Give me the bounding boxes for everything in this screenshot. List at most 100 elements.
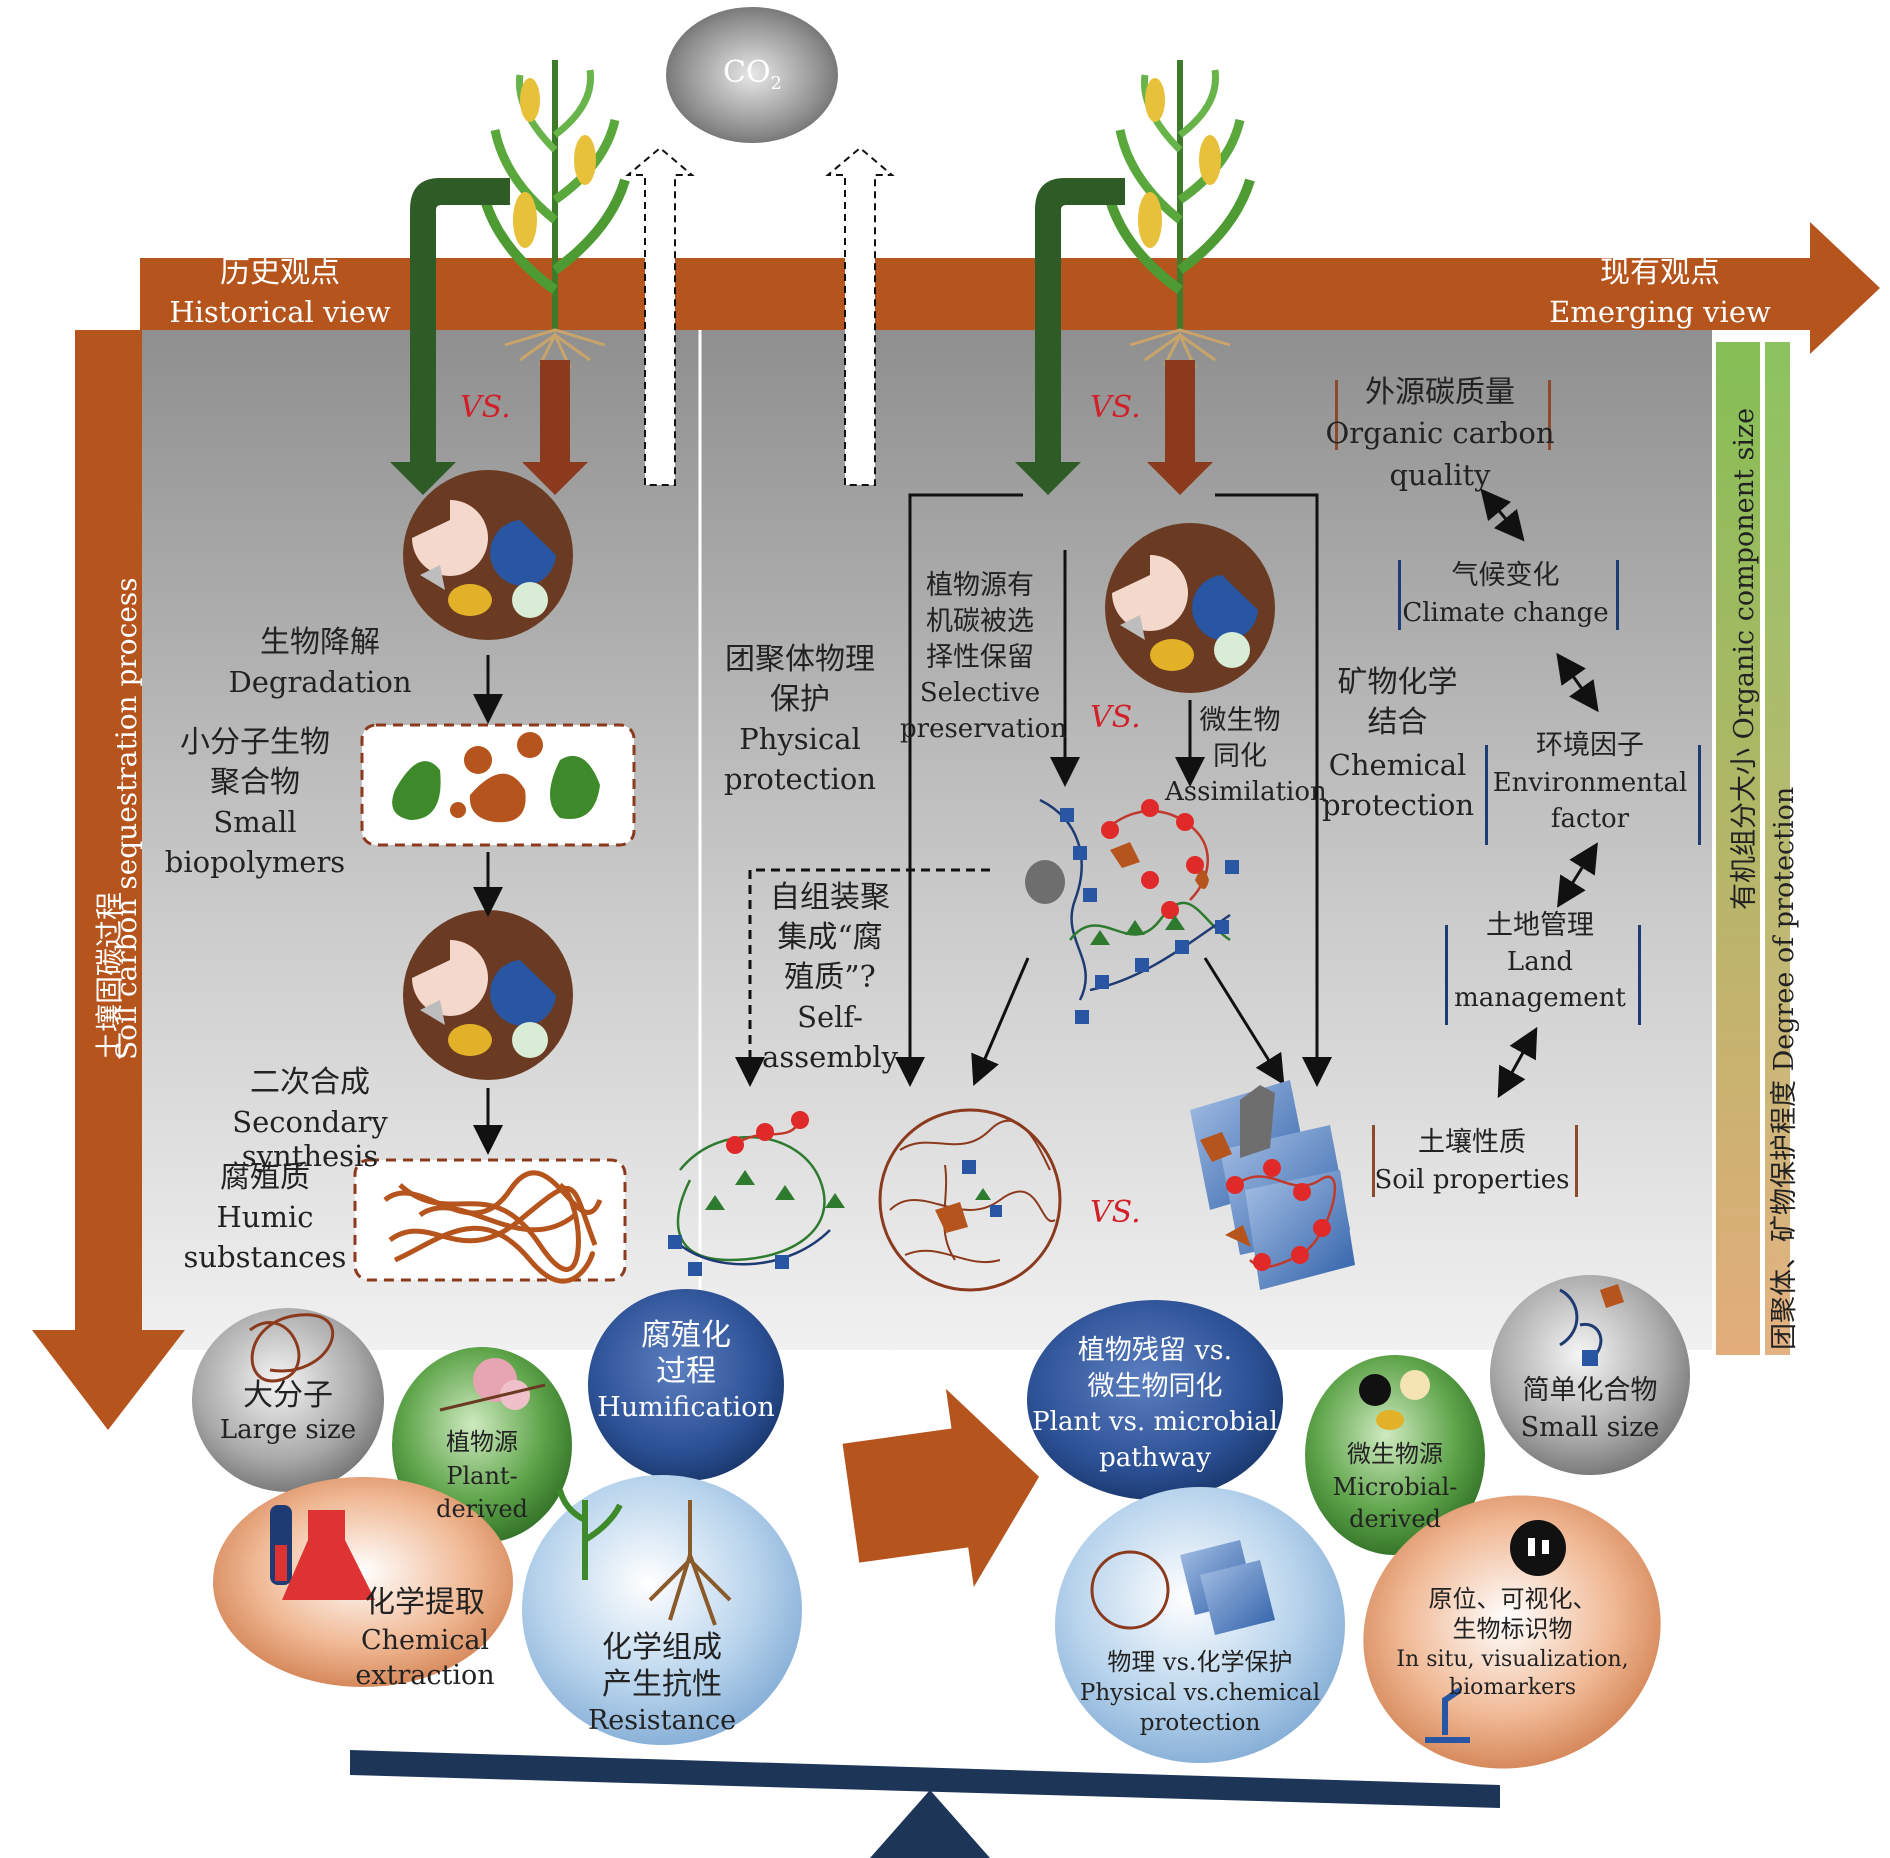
physical-protection-en2: protection	[723, 762, 876, 796]
chemical-extraction-en2: extraction	[355, 1660, 495, 1691]
pathway-en2: pathway	[1099, 1443, 1211, 1473]
transition-arrow	[842, 1388, 1040, 1587]
balance-pivot	[870, 1790, 990, 1858]
assimilation-zh1: 微生物	[1199, 705, 1281, 736]
self-assembly-line	[735, 868, 990, 1087]
land-bracket	[1445, 925, 1641, 1025]
large-size-en: Large size	[219, 1415, 357, 1445]
resistance-en: Resistance	[587, 1705, 737, 1736]
mineral-blocks	[1190, 1080, 1355, 1290]
secondary-synthesis-en: Secondary synthesis	[232, 1105, 388, 1174]
land-zh: 土地管理	[1486, 910, 1594, 941]
co2-release-arrow-1	[625, 146, 695, 486]
land-en2: management	[1454, 983, 1626, 1013]
pathway-zh2: 微生物同化	[1087, 1371, 1223, 1402]
self-assembly-zh3: 殖质”?	[784, 960, 876, 995]
balance-beam	[350, 1750, 1500, 1808]
physical-chemical-en2: protection	[1139, 1710, 1261, 1736]
bubble-physical-chemical	[1055, 1487, 1345, 1763]
physical-chemical-zh: 物理 vs.化学保护	[1107, 1648, 1293, 1676]
degradation-en: Degradation	[228, 665, 412, 699]
microbial-derived-zh: 微生物源	[1347, 1440, 1443, 1468]
plant-derived-en2: derived	[436, 1495, 528, 1523]
chemical-protection-line	[1215, 493, 1332, 1087]
chemical-protection-zh1: 矿物化学	[1337, 665, 1458, 700]
small-biopolymers-zh1: 小分子生物	[180, 725, 330, 760]
left-axis-arrow	[32, 330, 185, 1430]
molecule-cluster	[1025, 798, 1239, 1024]
bubble-humification	[588, 1289, 784, 1481]
size-wedge	[1716, 342, 1760, 1355]
small-biopolymers-en1: Small	[213, 805, 297, 839]
small-biopolymers-zh2: 聚合物	[210, 765, 300, 800]
factor-arrow-2	[1556, 652, 1599, 713]
microbial-derived-en1: Microbial-	[1332, 1473, 1458, 1501]
aggregate-circle	[878, 1108, 1062, 1292]
selective-zh2: 机碳被选	[926, 606, 1034, 637]
climate-en: Climate change	[1402, 598, 1609, 628]
climate-bracket	[1398, 560, 1619, 630]
protection-degree-label: 团聚体、矿物保护程度 Degree of protection	[1769, 786, 1800, 1350]
soil-bracket	[1372, 1125, 1578, 1197]
self-assembly-zh2: 集成“腐	[777, 920, 883, 955]
organic-size-label: 有机组分大小 Organic component size	[1729, 407, 1760, 910]
humification-zh2: 过程	[656, 1354, 716, 1389]
humic-tangle	[383, 1170, 603, 1284]
bubble-pathway	[1027, 1300, 1283, 1500]
selective-en2: preservation	[900, 714, 1067, 744]
selective-zh3: 择性保留	[926, 642, 1034, 673]
pathway-en1: Plant vs. microbial	[1032, 1407, 1278, 1437]
soil-ball-mid-left	[403, 910, 573, 1080]
in-situ-zh1: 原位、可视化、	[1428, 1585, 1597, 1613]
assimilation-en: Assimilation	[1165, 777, 1327, 807]
self-assembly-molecule	[668, 1111, 845, 1276]
self-assembly-en1: Self-	[797, 1000, 863, 1034]
humification-zh1: 腐殖化	[641, 1318, 731, 1353]
small-size-en: Small size	[1520, 1412, 1660, 1443]
factor-arrow-3	[1557, 842, 1598, 908]
assimilation-zh2: 同化	[1213, 741, 1267, 772]
emerging-view-zh: 现有观点	[1600, 255, 1720, 290]
co2-release-arrow-2	[825, 146, 895, 486]
corn-plant-left	[480, 60, 630, 369]
physical-protection-zh1: 团聚体物理	[725, 642, 875, 677]
environment-en2: factor	[1550, 804, 1630, 834]
humic-zh: 腐殖质	[220, 1160, 310, 1195]
humification-en: Humification	[597, 1392, 775, 1423]
humic-en2: substances	[183, 1240, 347, 1274]
vs-label-3: VS.	[1090, 700, 1141, 735]
root-input-arrow-left	[522, 360, 588, 495]
degradation-zh: 生物降解	[260, 625, 380, 660]
large-size-zh: 大分子	[243, 1378, 333, 1413]
quality-bracket	[1335, 380, 1551, 450]
quality-en1: Organic carbon	[1325, 416, 1555, 450]
small-size-zh: 简单化合物	[1522, 1375, 1658, 1406]
physical-chemical-en1: Physical vs.chemical	[1079, 1680, 1321, 1706]
bubble-in-situ	[1363, 1495, 1661, 1769]
vs-label-4: VS.	[1090, 1195, 1141, 1230]
resistance-zh2: 产生抗性	[602, 1667, 722, 1702]
environment-en1: Environmental	[1492, 768, 1688, 798]
bubble-resistance	[522, 1475, 802, 1745]
in-situ-en1: In situ, visualization,	[1396, 1647, 1629, 1672]
physical-protection-line	[895, 493, 1023, 1087]
soil-ball-right	[1105, 523, 1275, 693]
self-assembly-en2: assembly	[762, 1040, 898, 1074]
bubble-large-size	[192, 1308, 384, 1492]
small-biopolymers-en2: biopolymers	[164, 845, 346, 879]
humic-en1: Humic	[216, 1200, 314, 1234]
emerging-view-en: Emerging view	[1549, 295, 1771, 329]
plant-derived-en1: Plant-	[446, 1462, 518, 1490]
selective-zh1: 植物源有	[926, 570, 1034, 601]
selective-en1: Selective	[919, 678, 1041, 708]
land-en1: Land	[1506, 947, 1574, 977]
chemical-protection-en1: Chemical	[1328, 748, 1467, 782]
plant-derived-zh: 植物源	[446, 1428, 518, 1456]
co2-label: CO2	[722, 55, 782, 94]
left-axis-label-en: Soil carbon sequestration process	[110, 577, 143, 1060]
microbial-derived-en2: derived	[1349, 1505, 1441, 1533]
to-mineral-arrow	[1203, 957, 1285, 1086]
to-aggregate-arrow	[971, 957, 1030, 1087]
chemical-protection-en2: protection	[1321, 788, 1474, 822]
